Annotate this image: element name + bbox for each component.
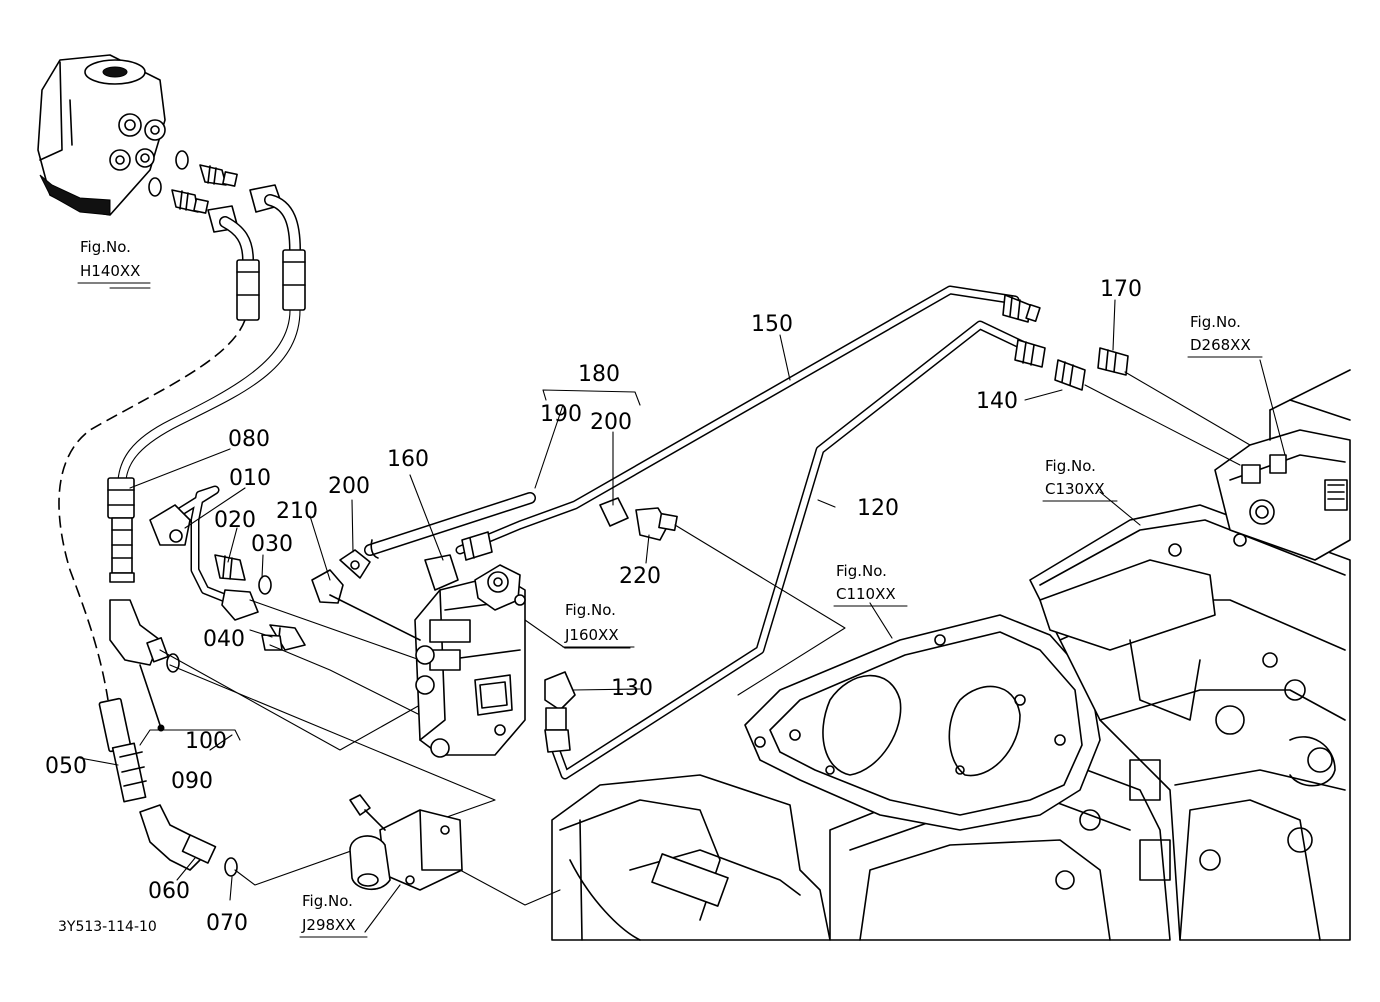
pipe-010-drawing	[149, 485, 496, 886]
svg-text:C110XX: C110XX	[836, 585, 896, 603]
figure-ref-c110xx[interactable]: Fig.No. C110XX	[833, 562, 908, 607]
svg-text:D268XX: D268XX	[1190, 336, 1251, 354]
steering-valve-drawing	[37, 54, 238, 216]
label-120: 120	[857, 496, 899, 521]
label-080: 080	[228, 427, 270, 452]
figure-references: Fig.No. H140XX Fig.No. D268XX Fig.No. C1…	[77, 238, 1263, 938]
part-labels: 080 010 020 030 040 050 060 070 090 100 …	[45, 277, 1142, 936]
figure-ref-h140xx[interactable]: Fig.No. H140XX	[77, 238, 151, 284]
svg-text:C130XX: C130XX	[1045, 480, 1105, 498]
label-040: 040	[203, 627, 245, 652]
svg-text:Fig.No.: Fig.No.	[836, 562, 887, 580]
control-valve-drawing	[311, 549, 526, 758]
transmission-housing-drawing	[551, 369, 1351, 941]
label-180: 180	[578, 362, 620, 387]
label-130: 130	[611, 676, 653, 701]
label-100: 100	[185, 729, 227, 754]
figure-ref-j160xx[interactable]: Fig.No. J160XX	[562, 601, 635, 648]
label-200-upper: 200	[590, 410, 632, 435]
steering-hoses-drawing	[58, 184, 306, 877]
label-030: 030	[251, 532, 293, 557]
svg-text:J160XX: J160XX	[564, 626, 619, 644]
label-190: 190	[540, 402, 582, 427]
figure-ref-c130xx[interactable]: Fig.No. C130XX	[1042, 457, 1118, 502]
svg-text:Fig.No.: Fig.No.	[565, 601, 616, 619]
svg-text:Fig.No.: Fig.No.	[1045, 457, 1096, 475]
label-010: 010	[229, 466, 271, 491]
label-160: 160	[387, 447, 429, 472]
label-210: 210	[276, 499, 318, 524]
label-090: 090	[171, 769, 213, 794]
svg-text:H140XX: H140XX	[80, 262, 140, 280]
label-140: 140	[976, 389, 1018, 414]
label-200-lower: 200	[328, 474, 370, 499]
document-code: 3Y513-114-10	[58, 919, 157, 935]
label-060: 060	[148, 879, 190, 904]
svg-text:Fig.No.: Fig.No.	[80, 238, 131, 256]
svg-text:J298XX: J298XX	[301, 916, 356, 934]
leader-lines	[79, 287, 1286, 933]
svg-text:Fig.No.: Fig.No.	[1190, 313, 1241, 331]
figure-ref-d268xx[interactable]: Fig.No. D268XX	[1187, 313, 1263, 358]
label-050: 050	[45, 754, 87, 779]
svg-text:Fig.No.: Fig.No.	[302, 892, 353, 910]
figure-ref-j298xx[interactable]: Fig.No. J298XX	[299, 892, 368, 938]
label-020: 020	[214, 508, 256, 533]
pipe-assemblies-drawing	[349, 285, 1251, 906]
label-170: 170	[1100, 277, 1142, 302]
label-150: 150	[751, 312, 793, 337]
label-220: 220	[619, 564, 661, 589]
label-070: 070	[206, 911, 248, 936]
